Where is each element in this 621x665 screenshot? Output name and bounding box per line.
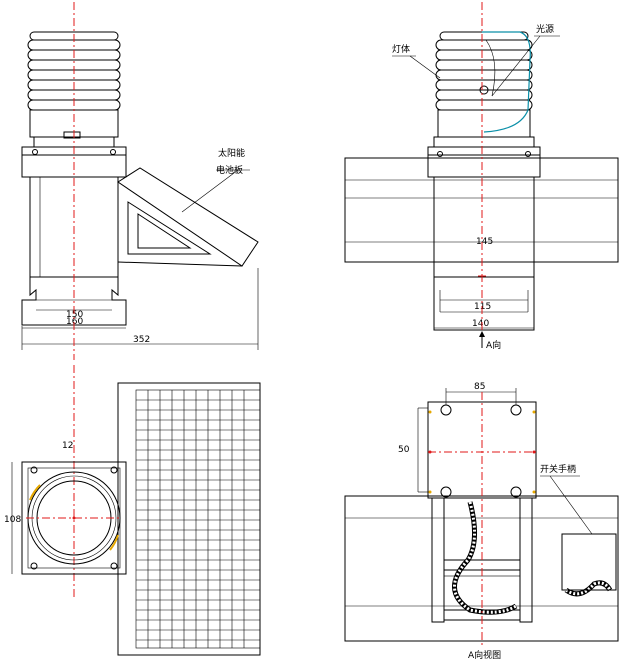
- label-switch: 开关手柄: [540, 463, 576, 475]
- label-solar-panel: 太阳能: [218, 147, 245, 159]
- dim-d9: 12: [62, 441, 73, 451]
- a-view: 85 50 开关手柄 A向视图: [344, 382, 619, 661]
- front-elevation-view: 灯体 光源 145 115 140 A向: [344, 2, 619, 351]
- dim-d5: 145: [476, 237, 493, 247]
- label-solar-panel-2: 电池板: [216, 164, 243, 176]
- dim-d3: 115: [474, 302, 491, 312]
- dim-overall-width: 352: [133, 335, 150, 345]
- dim-d1: 150: [66, 310, 83, 320]
- dim-d4: 108: [4, 515, 21, 525]
- dim-d7: 85: [474, 382, 485, 392]
- dim-d8: 50: [398, 445, 410, 455]
- side-elevation-view: 太阳能 电池板 150 160 352: [21, 2, 259, 360]
- label-lamp: 灯体: [392, 43, 410, 55]
- dim-d6: 140: [472, 319, 489, 329]
- plan-view: 108 12: [4, 365, 261, 656]
- label-a-view: A向视图: [468, 649, 501, 661]
- solar-grid: [136, 390, 260, 648]
- label-light-source: 光源: [536, 23, 554, 35]
- label-a-direction: A向: [486, 339, 501, 351]
- dim-d2: 160: [66, 317, 83, 327]
